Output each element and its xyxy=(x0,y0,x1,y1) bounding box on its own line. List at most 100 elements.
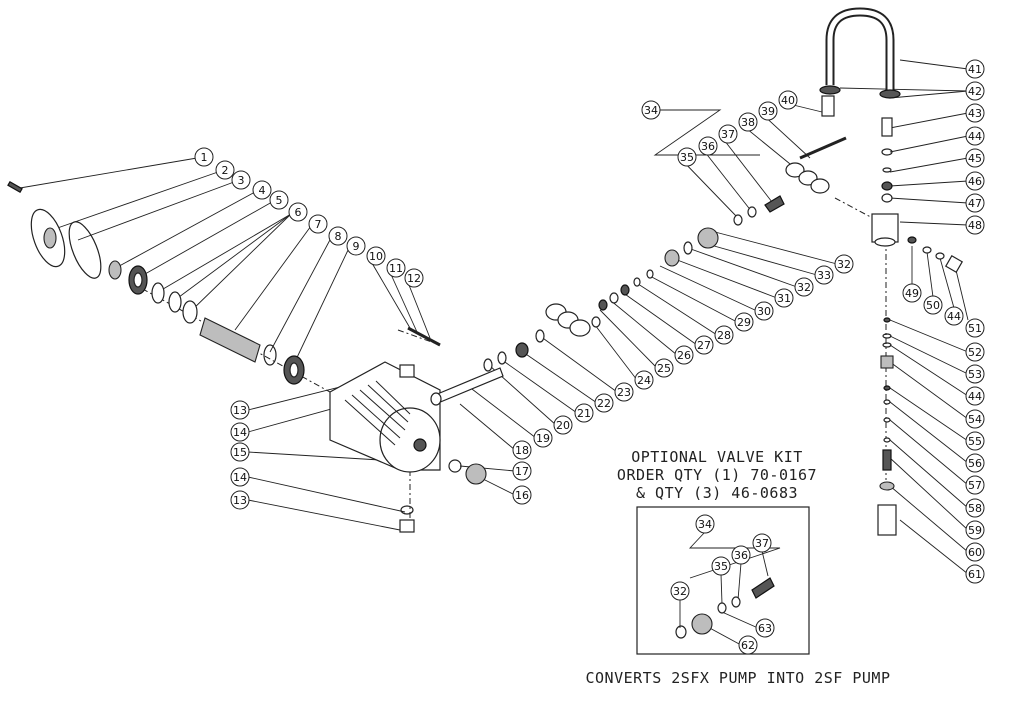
callout-55: 55 xyxy=(965,431,985,451)
callout-32: 32 xyxy=(834,254,854,274)
callout-33: 33 xyxy=(814,265,834,285)
callout-13: 13 xyxy=(230,400,250,420)
callout-number: 34 xyxy=(644,104,658,117)
callout-number: 39 xyxy=(761,105,775,118)
callout-circle xyxy=(288,202,308,222)
callout-59: 59 xyxy=(965,520,985,540)
callout-circle xyxy=(738,635,758,655)
callout-circle xyxy=(512,440,532,460)
callout-circle xyxy=(965,409,985,429)
callout-42: 42 xyxy=(965,81,985,101)
callout-number: 32 xyxy=(673,585,687,598)
callout-53: 53 xyxy=(965,364,985,384)
callout-circle xyxy=(965,171,985,191)
kit-note-line-2: ORDER QTY (1) 70-0167 xyxy=(617,466,817,484)
callout-number: 14 xyxy=(233,471,247,484)
callout-circle xyxy=(834,254,854,274)
callout-circle xyxy=(752,533,772,553)
callout-circle xyxy=(674,345,694,365)
callout-35: 35 xyxy=(711,556,731,576)
callout-37: 37 xyxy=(752,533,772,553)
callout-circle xyxy=(944,306,964,326)
callout-14: 14 xyxy=(230,467,250,487)
callout-40: 40 xyxy=(778,90,798,110)
callout-number: 35 xyxy=(714,560,728,573)
callout-number: 60 xyxy=(968,546,982,559)
callout-number: 36 xyxy=(734,549,748,562)
callout-61: 61 xyxy=(965,564,985,584)
callout-number: 11 xyxy=(389,262,403,275)
callout-number: 61 xyxy=(968,568,982,581)
callout-37: 37 xyxy=(718,124,738,144)
callout-circle xyxy=(230,400,250,420)
callout-45: 45 xyxy=(965,148,985,168)
callout-circle xyxy=(965,386,985,406)
callout-number: 38 xyxy=(741,116,755,129)
callout-circle xyxy=(252,180,272,200)
callout-39: 39 xyxy=(758,101,778,121)
kit-note-line-1: OPTIONAL VALVE KIT xyxy=(631,448,803,466)
callout-6: 6 xyxy=(288,202,308,222)
callout-38: 38 xyxy=(738,112,758,132)
callout-number: 3 xyxy=(238,174,245,187)
callout-number: 25 xyxy=(657,362,671,375)
callout-circle xyxy=(711,556,731,576)
callout-number: 48 xyxy=(968,219,982,232)
callout-number: 31 xyxy=(777,292,791,305)
callout-20: 20 xyxy=(553,415,573,435)
callout-circle xyxy=(965,520,985,540)
callout-number: 35 xyxy=(680,151,694,164)
callout-number: 13 xyxy=(233,494,247,507)
callout-circle xyxy=(614,382,634,402)
callout-52: 52 xyxy=(965,342,985,362)
callout-46: 46 xyxy=(965,171,985,191)
callout-circle xyxy=(923,295,943,315)
callout-number: 1 xyxy=(201,151,208,164)
callout-circle xyxy=(965,318,985,338)
callout-number: 49 xyxy=(905,287,919,300)
callout-number: 44 xyxy=(947,310,961,323)
callout-circle xyxy=(965,103,985,123)
callout-34: 34 xyxy=(695,514,715,534)
callout-circle xyxy=(512,485,532,505)
callout-number: 43 xyxy=(968,107,982,120)
callout-23: 23 xyxy=(614,382,634,402)
callout-circle xyxy=(230,467,250,487)
callout-number: 6 xyxy=(295,206,302,219)
callout-44: 44 xyxy=(965,126,985,146)
callout-number: 52 xyxy=(968,346,982,359)
callout-29: 29 xyxy=(734,312,754,332)
callout-number: 26 xyxy=(677,349,691,362)
callout-number: 32 xyxy=(837,258,851,271)
callout-number: 55 xyxy=(968,435,982,448)
callout-circle xyxy=(965,542,985,562)
callout-circle xyxy=(965,564,985,584)
callout-43: 43 xyxy=(965,103,985,123)
callout-circle xyxy=(230,490,250,510)
callout-number: 40 xyxy=(781,94,795,107)
callout-27: 27 xyxy=(694,335,714,355)
callout-number: 36 xyxy=(701,140,715,153)
callout-number: 28 xyxy=(717,329,731,342)
callout-circle xyxy=(670,581,690,601)
callout-3: 3 xyxy=(231,170,251,190)
callout-circle xyxy=(965,81,985,101)
callout-circle xyxy=(269,190,289,210)
callout-number: 16 xyxy=(515,489,529,502)
callout-41: 41 xyxy=(965,59,985,79)
callout-number: 42 xyxy=(968,85,982,98)
callout-48: 48 xyxy=(965,215,985,235)
callout-number: 30 xyxy=(757,305,771,318)
callout-number: 27 xyxy=(697,339,711,352)
callout-number: 59 xyxy=(968,524,982,537)
callout-number: 21 xyxy=(577,407,591,420)
callout-number: 22 xyxy=(597,397,611,410)
callout-number: 34 xyxy=(698,518,712,531)
callout-circle xyxy=(533,428,553,448)
callout-circle xyxy=(574,403,594,423)
callout-57: 57 xyxy=(965,475,985,495)
callout-47: 47 xyxy=(965,193,985,213)
callout-number: 15 xyxy=(233,446,247,459)
callout-number: 53 xyxy=(968,368,982,381)
callout-circle xyxy=(594,393,614,413)
